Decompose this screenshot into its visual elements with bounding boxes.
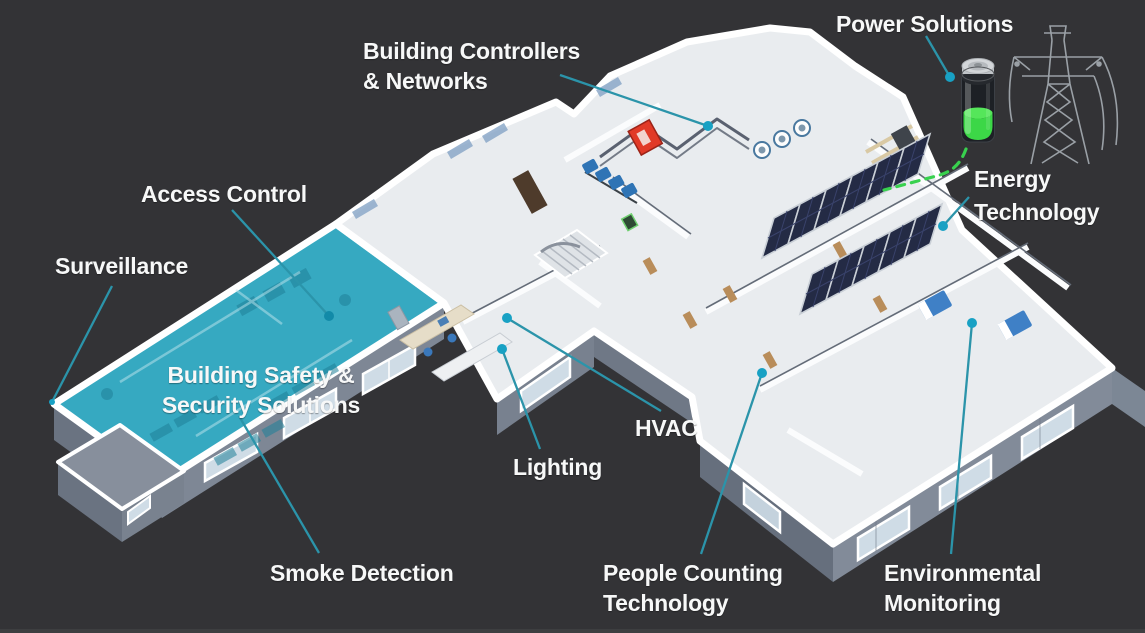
surveillance-leader-line (50, 285, 114, 403)
smoke-detection-leader-line (238, 415, 320, 554)
room-doors (642, 241, 888, 369)
label-lighting: Lighting (513, 454, 603, 480)
patient-beds (917, 290, 1032, 341)
energy-technology-leader-line (942, 196, 970, 227)
lighting-dot (497, 344, 507, 354)
label-people-counting-line1: People Counting (603, 560, 783, 586)
access-control-leader-line (231, 209, 330, 317)
power-solutions-leader-line (925, 35, 951, 78)
battery-icon (961, 58, 995, 143)
label-building-safety: Building Safety & Security Solutions (118, 360, 404, 420)
teal-furniture-silhouettes (101, 267, 351, 466)
staircase (533, 228, 609, 280)
teal-wall-hints (119, 270, 353, 438)
fire-alarm-panel (627, 118, 664, 157)
hvac-dot (502, 313, 512, 323)
access-control-dot (324, 311, 334, 321)
corridor-chevron (599, 117, 750, 167)
label-surveillance: Surveillance (55, 253, 189, 279)
wedge-facade (594, 331, 692, 423)
people-counting-leader-line (699, 372, 764, 555)
leader-lines (50, 35, 974, 555)
label-energy-technology: Energy Technology (974, 163, 1100, 229)
middle-endcap-window (519, 354, 572, 414)
label-building-controllers: Building Controllers & Networks (363, 36, 580, 96)
label-building-safety-line2: Security Solutions (161, 392, 361, 418)
right-wing-end-face (1112, 368, 1145, 427)
label-power-solutions: Power Solutions (836, 11, 1014, 37)
label-building-controllers-line2: & Networks (363, 68, 488, 94)
label-building-controllers-line1: Building Controllers (363, 38, 581, 64)
label-people-counting: People Counting Technology (603, 558, 783, 618)
right-wing-sw-window (742, 481, 782, 535)
office-desks (387, 304, 513, 382)
lab-drums (753, 119, 811, 159)
surveillance-dot (49, 399, 55, 405)
label-smoke-detection: Smoke Detection (270, 560, 454, 586)
leader-dots (49, 72, 977, 405)
building-illustration (50, 24, 1145, 582)
hvac-leader-line (506, 317, 662, 412)
lighting-leader-line (500, 348, 542, 450)
label-environmental-monitoring-line2: Monitoring (884, 590, 1001, 616)
label-access-control: Access Control (141, 181, 307, 207)
label-people-counting-line2: Technology (603, 590, 729, 616)
label-hvac: HVAC (635, 415, 698, 441)
building-controllers-leader-line (559, 73, 709, 128)
facade-windows-right (856, 403, 1075, 563)
label-energy-technology-line2: Technology (974, 199, 1100, 225)
energy-technology-dot (938, 221, 948, 231)
environmental-monitoring-dot (967, 318, 977, 328)
waiting-chairs (582, 158, 638, 204)
access-reader-device (620, 212, 639, 232)
label-energy-technology-line1: Energy (974, 166, 1051, 192)
annex-block (56, 423, 186, 542)
nw-wall-windows (352, 77, 622, 219)
tall-cabinet (512, 170, 548, 214)
annex-window (127, 494, 151, 526)
label-environmental-monitoring-line1: Environmental (884, 560, 1042, 586)
bottom-strip (0, 629, 1145, 633)
transmission-tower-icon (1008, 25, 1119, 165)
building-controllers-dot (703, 121, 713, 131)
power-solutions-dot (945, 72, 955, 82)
environmental-monitoring-leader-line (949, 322, 974, 555)
label-environmental-monitoring: Environmental Monitoring (884, 558, 1041, 618)
people-counting-dot (757, 368, 767, 378)
green-dashed-connector (882, 147, 968, 192)
label-building-safety-line1: Building Safety & (167, 362, 355, 388)
solar-panel-array (760, 132, 944, 316)
